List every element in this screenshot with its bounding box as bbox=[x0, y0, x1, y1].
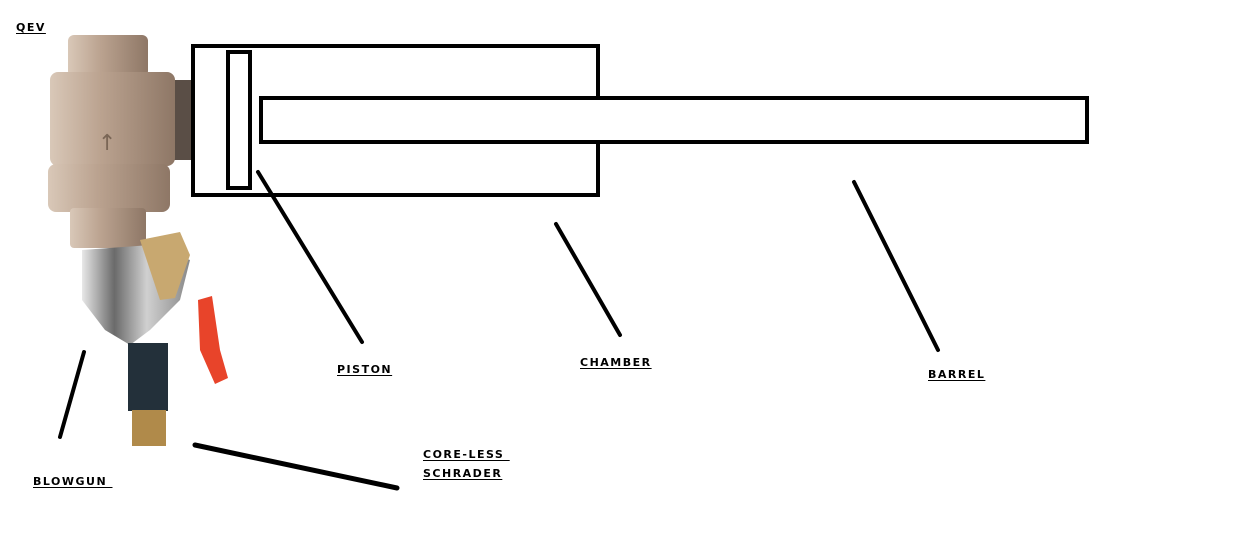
barrel-shape bbox=[259, 96, 1089, 144]
schrader-label-line2: SCHRADER bbox=[423, 467, 503, 480]
barrel-label: BARREL bbox=[928, 368, 986, 381]
chamber-label: CHAMBER bbox=[580, 356, 652, 369]
chamber-pointer bbox=[554, 222, 622, 337]
blowgun-pointer bbox=[58, 350, 86, 439]
piston-shape bbox=[226, 50, 252, 190]
piston-label: PISTON bbox=[337, 363, 393, 376]
qev-label: QEV bbox=[16, 21, 46, 34]
schrader-pointer bbox=[192, 442, 400, 491]
barrel-pointer bbox=[852, 180, 940, 352]
piston-pointer bbox=[256, 170, 364, 344]
schrader-label-line1: CORE-LESS bbox=[423, 448, 510, 461]
blowgun-label: BLOWGUN bbox=[33, 475, 113, 488]
flow-arrow-icon: ↑ bbox=[98, 131, 116, 156]
blowgun-photo bbox=[82, 232, 228, 446]
qev-valve-photo: ↑ bbox=[48, 35, 192, 248]
